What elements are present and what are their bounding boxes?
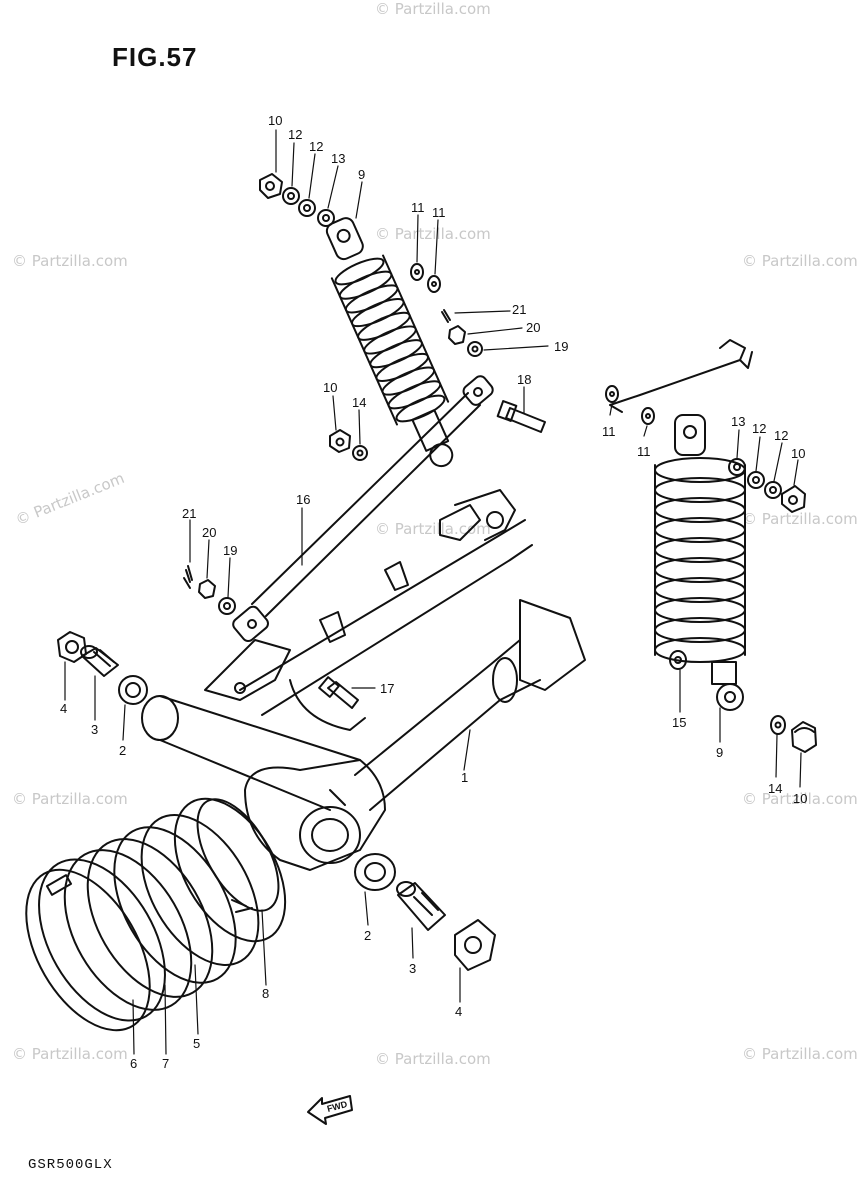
callout-4: 4 xyxy=(455,1004,462,1019)
nut-10-top xyxy=(259,173,283,199)
callout-numbers: 10 12 12 13 9 11 11 21 20 19 18 10 14 16… xyxy=(60,113,807,1071)
watermark: © Partzilla.com xyxy=(375,225,491,243)
callout-8: 8 xyxy=(262,986,269,1001)
callout-11: 11 xyxy=(411,200,425,215)
watermark: © Partzilla.com xyxy=(742,510,858,528)
model-code: GSR500GLX xyxy=(28,1157,113,1173)
callout-17: 17 xyxy=(380,681,394,696)
watermark: © Partzilla.com xyxy=(742,252,858,270)
boot-clamp xyxy=(25,868,151,1032)
bolt-17 xyxy=(318,676,359,709)
callout-13: 13 xyxy=(731,414,745,429)
washer-11-top-b xyxy=(427,275,441,293)
nut-10-mid xyxy=(329,429,351,453)
callout-12: 12 xyxy=(288,127,302,142)
callout-9: 9 xyxy=(358,167,365,182)
callout-1: 1 xyxy=(461,770,468,785)
callout-5: 5 xyxy=(193,1036,200,1051)
callout-4: 4 xyxy=(60,701,67,716)
pivot-shaft-left xyxy=(80,645,119,677)
washer-12-top-b xyxy=(298,199,316,217)
leader-lines xyxy=(64,129,802,1055)
callout-15: 15 xyxy=(672,715,686,730)
shock-absorber-right xyxy=(654,414,746,711)
washer-12-right-a xyxy=(747,471,765,489)
callout-16: 16 xyxy=(296,492,310,507)
washer-12-top-a xyxy=(282,187,300,205)
callout-13: 13 xyxy=(331,151,345,166)
cap-nut-10-bottom xyxy=(791,721,817,753)
callout-11: 11 xyxy=(432,205,446,220)
callout-12: 12 xyxy=(309,139,323,154)
washer-15 xyxy=(669,650,687,670)
callout-9: 9 xyxy=(716,745,723,760)
swing-arm xyxy=(141,489,586,871)
callout-11: 11 xyxy=(637,444,651,459)
callout-2: 2 xyxy=(364,928,371,943)
watermark: © Partzilla.com xyxy=(742,790,858,808)
figure-title: FIG.57 xyxy=(112,42,198,72)
watermark: © Partzilla.com xyxy=(375,520,491,538)
callout-18: 18 xyxy=(517,372,531,387)
watermark: © Partzilla.com xyxy=(375,0,491,18)
callout-10: 10 xyxy=(268,113,282,128)
cotter-pin-21-left xyxy=(183,565,193,589)
callout-21: 21 xyxy=(182,506,196,521)
cushion-13-top xyxy=(317,209,335,227)
pivot-nut-left xyxy=(57,631,87,663)
bolt-18 xyxy=(496,400,546,433)
callout-20: 20 xyxy=(526,320,540,335)
cotter-pin-21-top xyxy=(441,309,451,323)
washer-14-mid xyxy=(352,445,368,461)
callout-10: 10 xyxy=(791,446,805,461)
washer-19-left xyxy=(218,597,236,615)
shock-absorber-left xyxy=(325,217,454,468)
callout-19: 19 xyxy=(554,339,568,354)
nut-20-top xyxy=(448,325,466,345)
callout-19: 19 xyxy=(223,543,237,558)
callout-3: 3 xyxy=(91,722,98,737)
watermark: © Partzilla.com xyxy=(375,1050,491,1068)
callout-12: 12 xyxy=(752,421,766,436)
watermark: © Partzilla.com xyxy=(742,1045,858,1063)
callout-3: 3 xyxy=(409,961,416,976)
callout-2: 2 xyxy=(119,743,126,758)
watermark: © Partzilla.com xyxy=(12,1045,128,1063)
callout-14: 14 xyxy=(352,395,366,410)
forward-arrow: FWD xyxy=(307,1095,353,1125)
watermark: © Partzilla.com xyxy=(12,790,128,808)
callout-7: 7 xyxy=(162,1056,169,1071)
callout-21: 21 xyxy=(512,302,526,317)
pivot-nut-right xyxy=(454,919,496,971)
washer-11-right-a xyxy=(605,385,619,403)
callout-12: 12 xyxy=(774,428,788,443)
torque-rod xyxy=(232,375,494,643)
washer-11-top-a xyxy=(410,263,424,281)
watermark: © Partzilla.com xyxy=(12,252,128,270)
stay-bracket xyxy=(609,339,753,413)
callout-20: 20 xyxy=(202,525,216,540)
pivot-bearing-right xyxy=(354,853,396,891)
callout-11: 11 xyxy=(602,424,616,439)
pivot-bearing-left xyxy=(118,675,148,705)
washer-19-top xyxy=(467,341,483,357)
washer-14-bottom xyxy=(770,715,786,735)
washer-12-right-b xyxy=(764,481,782,499)
o-ring xyxy=(196,798,280,912)
nut-10-right xyxy=(781,485,806,513)
callout-6: 6 xyxy=(130,1056,137,1071)
callout-10: 10 xyxy=(793,791,807,806)
nut-20-left xyxy=(198,579,216,599)
callout-10: 10 xyxy=(323,380,337,395)
boot-band-ring xyxy=(38,858,166,1022)
washer-11-right-b xyxy=(641,407,655,425)
cushion-13-right xyxy=(728,458,746,476)
pivot-shaft-right xyxy=(396,881,446,931)
callout-14: 14 xyxy=(768,781,782,796)
